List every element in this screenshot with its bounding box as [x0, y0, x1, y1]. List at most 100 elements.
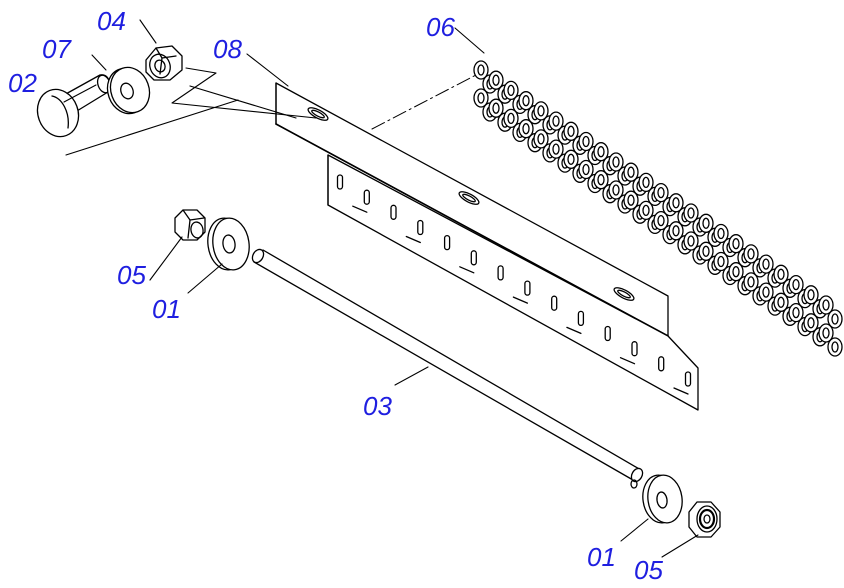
chain-link — [713, 223, 729, 244]
chain-link — [518, 91, 534, 111]
rod-part-03 — [251, 248, 644, 489]
chain-link-hole — [597, 146, 605, 158]
chain-link — [578, 159, 594, 180]
chain-link-hole — [522, 123, 530, 135]
chain-link — [758, 254, 774, 274]
chain-link — [608, 180, 624, 200]
callout-01-lower: 01 — [587, 542, 616, 572]
chain-link-hole — [567, 125, 575, 137]
chain-link-hole — [747, 248, 755, 260]
chain-link-hole — [822, 327, 830, 339]
chain-link-hole — [762, 258, 770, 270]
callout-04: 04 — [97, 6, 126, 36]
chain-link — [578, 131, 594, 152]
chain-link-hole — [507, 84, 515, 97]
chain-link — [638, 172, 654, 193]
chain-link-hole — [657, 214, 665, 227]
chain-link-hole — [567, 153, 575, 165]
chain-link — [728, 234, 744, 254]
plate-slot-link — [673, 387, 689, 395]
chain-link-hole — [582, 163, 590, 176]
plate-slot — [470, 250, 477, 266]
chain-link — [773, 264, 789, 284]
bracket-plate-slots — [336, 174, 692, 395]
plate-slot — [658, 356, 665, 372]
chain-link — [503, 80, 519, 101]
plate-slot — [631, 341, 638, 357]
chain-link-hole — [672, 225, 680, 237]
center-line — [371, 74, 477, 130]
nut-part-05-upper — [174, 209, 206, 241]
chain-link-hole — [477, 92, 485, 104]
plate-slot — [417, 219, 424, 236]
nut-part-05-lower — [688, 501, 721, 538]
plate-slot-link — [405, 235, 421, 244]
washer-part-07 — [106, 66, 151, 115]
chain-link-hole — [492, 74, 500, 86]
chain-link — [818, 323, 834, 343]
chain-link — [653, 210, 669, 231]
chain-link-hole — [747, 276, 755, 288]
chain-link — [563, 149, 579, 169]
chain-link — [533, 101, 549, 121]
chain-link — [713, 251, 729, 272]
callout-02: 02 — [8, 68, 37, 98]
leader-lines — [63, 19, 699, 558]
chain-link-hole — [657, 186, 665, 199]
chain-link — [788, 302, 804, 323]
plate-slot-link — [352, 205, 368, 213]
plate-slot-link — [512, 296, 529, 304]
chain-link-hole — [702, 245, 710, 257]
chain-link-hole — [537, 105, 545, 117]
chain-link — [608, 152, 624, 172]
chain-link-hole — [807, 317, 815, 329]
chain-link — [488, 98, 504, 118]
chain-link — [533, 129, 549, 149]
plate-slot — [577, 310, 585, 327]
bracket-part-08 — [275, 82, 699, 411]
chain-link — [548, 139, 564, 159]
chain-link — [668, 221, 684, 241]
chain-link — [563, 121, 579, 141]
chain-link-hole — [831, 313, 839, 325]
chain-link — [743, 272, 759, 292]
plate-slot — [551, 295, 558, 311]
chain-link — [788, 274, 804, 295]
chain-link-hole — [642, 204, 650, 217]
chain-link — [818, 295, 834, 315]
chain-link — [638, 200, 654, 221]
chain-link-hole — [732, 266, 740, 278]
chain-link-hole — [792, 278, 800, 291]
chain-link-hole — [792, 306, 800, 319]
plate-slot — [390, 204, 397, 220]
chain-link — [758, 282, 774, 302]
plate-slot — [524, 280, 531, 296]
chain-link — [803, 313, 819, 333]
nut-part-04 — [145, 45, 183, 81]
callout-05-lower: 05 — [634, 555, 663, 585]
chain-link — [518, 119, 534, 139]
plate-slot-link — [566, 326, 582, 335]
chain-link-hole — [627, 194, 635, 206]
callout-06: 06 — [426, 12, 455, 42]
chain-link — [623, 162, 639, 182]
chain-link — [593, 142, 609, 162]
plate-slot — [443, 234, 451, 251]
chain-link — [683, 231, 699, 251]
chain-link-hole — [702, 217, 710, 229]
chain-link-hole — [507, 112, 515, 125]
chain-link-hole — [732, 238, 740, 250]
chain-link — [743, 244, 759, 264]
chain-link-hole — [672, 197, 680, 209]
chain-link-hole — [477, 64, 485, 76]
chain-link — [653, 182, 669, 203]
callout-07: 07 — [42, 34, 71, 64]
chain-link — [503, 108, 519, 129]
chain-link-hole — [552, 143, 560, 155]
plate-slot — [684, 371, 692, 387]
chain-link — [488, 70, 504, 90]
chain-link-hole — [627, 166, 635, 178]
chain-link-hole — [522, 95, 530, 107]
